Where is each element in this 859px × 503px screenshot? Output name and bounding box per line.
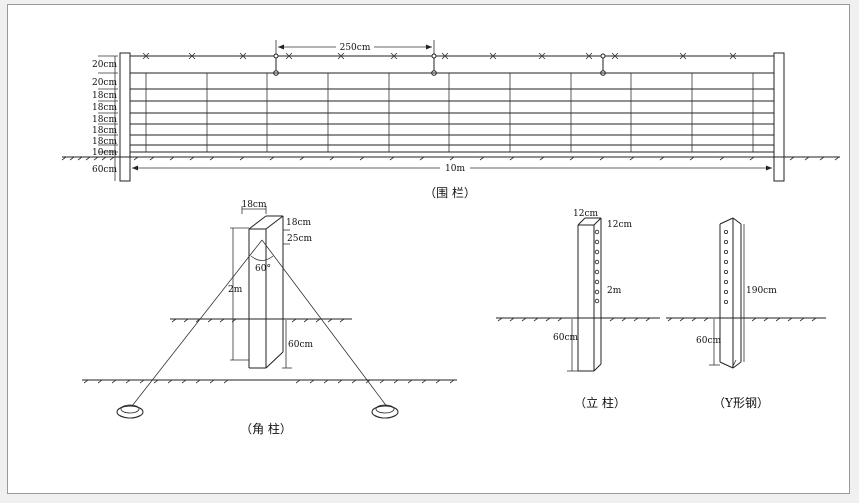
line-post-buried-label: 60cm (553, 333, 578, 343)
row-label-3: 18cm (92, 91, 117, 101)
corner-angle-label: 60° (255, 264, 271, 274)
row-label-8: 10cm (92, 148, 117, 158)
fence-ground (61, 156, 840, 161)
row-label-1: 20cm (92, 60, 117, 70)
corner-depth-label: 18cm (286, 218, 311, 228)
y-steel-holes (724, 229, 729, 304)
line-post-width-label: 12cm (573, 209, 598, 219)
row-label-4: 18cm (92, 103, 117, 113)
corner-post-caption: （角 柱） (240, 421, 292, 436)
barb-marks (142, 52, 737, 60)
fence-end-post-right (773, 52, 785, 182)
length-label: 10m (445, 164, 465, 174)
drawing-frame (7, 4, 850, 494)
height-dimensions: 20cm 20cm 18cm 18cm 18cm 18cm 18cm 10cm … (92, 55, 118, 181)
anchor-left (116, 404, 144, 419)
line-post-height-label: 2m (607, 286, 622, 296)
corner-width-label: 18cm (241, 200, 266, 210)
span-dimension: 250cm (275, 40, 435, 54)
guy-wire-left (131, 239, 263, 407)
corner-post-diagram: 18cm 18cm 25cm 60° 2m 60cm （角 柱） (82, 200, 457, 436)
row-label-5: 18cm (92, 115, 117, 125)
y-steel-height-label: 190cm (746, 286, 777, 296)
corner-buried-label: 60cm (288, 340, 313, 350)
y-steel-buried-label: 60cm (696, 336, 721, 346)
corner-top-label: 25cm (287, 234, 312, 244)
corner-height-label: 2m (228, 285, 243, 295)
length-dimension: 10m (132, 164, 772, 174)
angle-arc (250, 255, 274, 261)
anchor-right (371, 404, 399, 419)
fence-elevation: 250cm (61, 40, 840, 200)
row-label-2: 20cm (92, 78, 117, 88)
row-label-9: 60cm (92, 165, 117, 175)
fence-caption: （围 栏） (424, 185, 476, 200)
fence-mesh (129, 72, 775, 153)
line-post-depth-label: 12cm (607, 220, 632, 230)
y-steel-caption: （Y形钢） (713, 396, 769, 410)
fence-end-post-left (119, 52, 131, 182)
post-holes (594, 229, 600, 304)
line-post-diagram: 12cm 12cm 2m 60cm （立 柱） (496, 209, 660, 410)
barb-supports (273, 53, 606, 76)
row-label-6: 18cm (92, 126, 117, 136)
y-steel-diagram: 190cm 60cm （Y形钢） (666, 217, 826, 410)
row-label-7: 18cm (92, 137, 117, 147)
line-post-caption: （立 柱） (574, 395, 626, 410)
span-label: 250cm (340, 43, 371, 53)
